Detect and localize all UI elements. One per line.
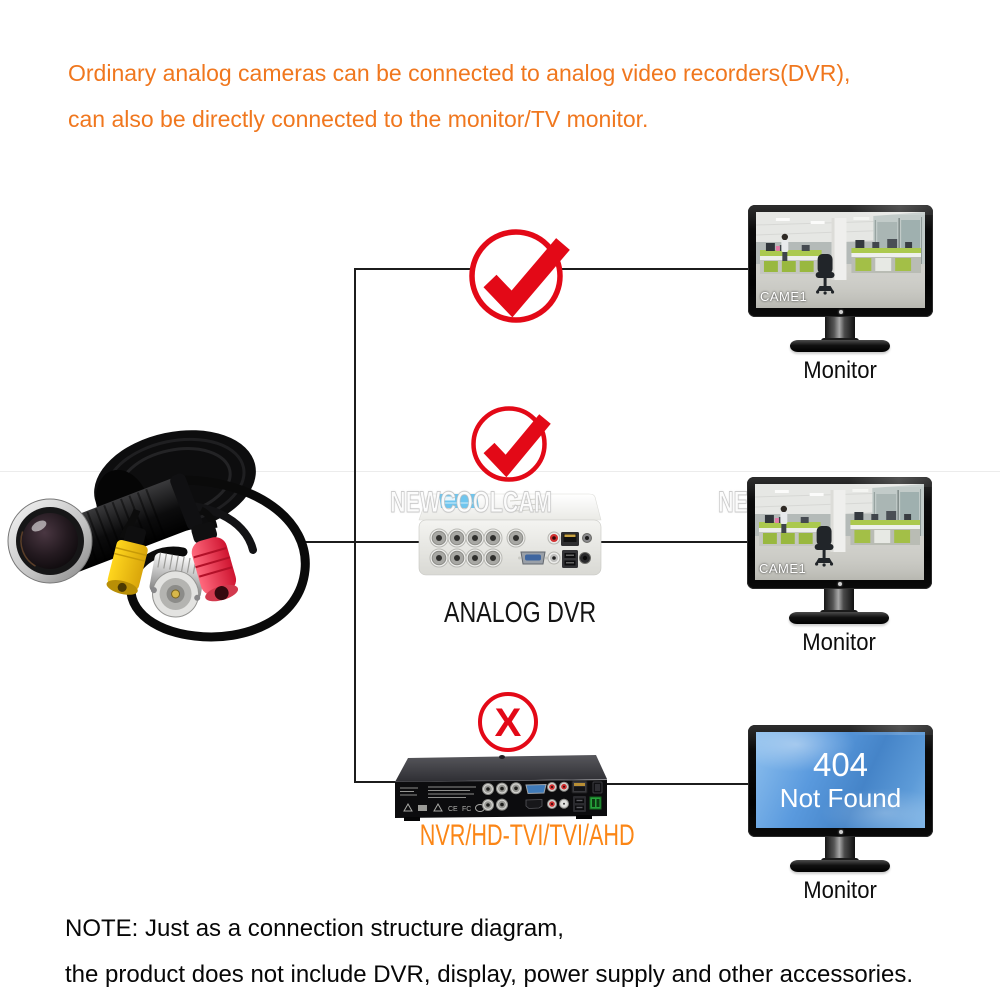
nvr-terminal-block [589, 796, 602, 810]
cross-glyph: X [495, 701, 522, 745]
monitor-stand-neck [820, 589, 858, 616]
dvr-lan-port [561, 532, 579, 546]
cross-icon: X [478, 692, 538, 752]
dvr-label: ANALOG DVR [443, 597, 597, 629]
monitor-caption: Monitor [803, 357, 878, 384]
nvr-spec-label [400, 786, 476, 798]
monitor-3: 404 Not Found Monitor [748, 725, 933, 925]
monitor-stand-neck [821, 317, 859, 344]
nvr-usb-ports [573, 796, 586, 812]
nvr-photo: CE FC [394, 755, 608, 821]
monitor-stand-base [789, 612, 889, 624]
power-connector [106, 525, 148, 595]
note-line-2: the product does not include DVR, displa… [65, 961, 914, 988]
analog-dvr-photo [418, 493, 602, 576]
monitor-caption: Monitor [802, 629, 877, 656]
check-icon [469, 229, 570, 323]
error-code-text: 404 [812, 746, 869, 783]
camera-osd-label: CAME1 [760, 289, 808, 304]
monitor-stand-neck [821, 837, 859, 864]
header-line-1: Ordinary analog cameras can be connected… [68, 60, 851, 86]
monitor-bezel: 404 Not Found [748, 725, 933, 837]
connection-line-camera-to-dvr [298, 541, 420, 543]
header-line-2: can also be directly connected to the mo… [68, 106, 649, 132]
analog-camera-photo [7, 430, 310, 642]
error-message-text: Not Found [779, 783, 902, 813]
header-text: Ordinary analog cameras can be connected… [68, 50, 850, 142]
note-line-1: NOTE: Just as a connection structure dia… [65, 915, 564, 942]
nvr-audio-ports [547, 781, 569, 809]
dvr-usb-ports [562, 550, 578, 568]
dvr-vga-port [518, 551, 548, 565]
nvr-hdmi-port [525, 799, 543, 809]
fisheye-lens [7, 498, 93, 584]
monitor-logo-icon [838, 830, 843, 834]
connection-line-nvr-to-monitor [600, 783, 748, 785]
connection-line-trunk [354, 268, 356, 783]
monitor-stand-base [790, 340, 890, 352]
nvr-vga-port [525, 783, 547, 795]
monitor-2: CAME1 Monitor [747, 477, 932, 677]
nvr-bnc-ports [482, 782, 522, 811]
check-icon [471, 406, 551, 482]
video-connector [191, 521, 239, 602]
monitor-caption: Monitor [803, 877, 878, 904]
svg-text:FC: FC [462, 806, 471, 813]
svg-text:CE: CE [448, 806, 458, 813]
monitor-bezel: CAME1 [748, 205, 933, 317]
nvr-label: NVR/HD-TVI/TVI/AHD [419, 819, 635, 852]
monitor-screen: CAME1 [756, 212, 925, 308]
watermark-text: NEWCOOLCAM [390, 486, 553, 520]
monitor-stand-base [790, 860, 890, 872]
monitor-screen: CAME1 [755, 484, 924, 580]
connection-line-trunk-to-nvr [354, 781, 402, 783]
monitor-logo-icon [838, 310, 843, 314]
connection-line-dvr-to-monitor [598, 541, 748, 543]
dvr-audio-ports [547, 531, 561, 565]
camera-osd-label: CAME1 [759, 561, 807, 576]
monitor-screen-error: 404 Not Found [756, 732, 925, 828]
monitor-bezel: CAME1 [747, 477, 932, 589]
note-text: NOTE: Just as a connection structure dia… [65, 906, 913, 998]
dvr-bnc-ports [429, 528, 526, 568]
monitor-logo-icon [837, 582, 842, 586]
bnc-connector [149, 552, 206, 618]
monitor-1: CAME1 Monitor [748, 205, 933, 405]
